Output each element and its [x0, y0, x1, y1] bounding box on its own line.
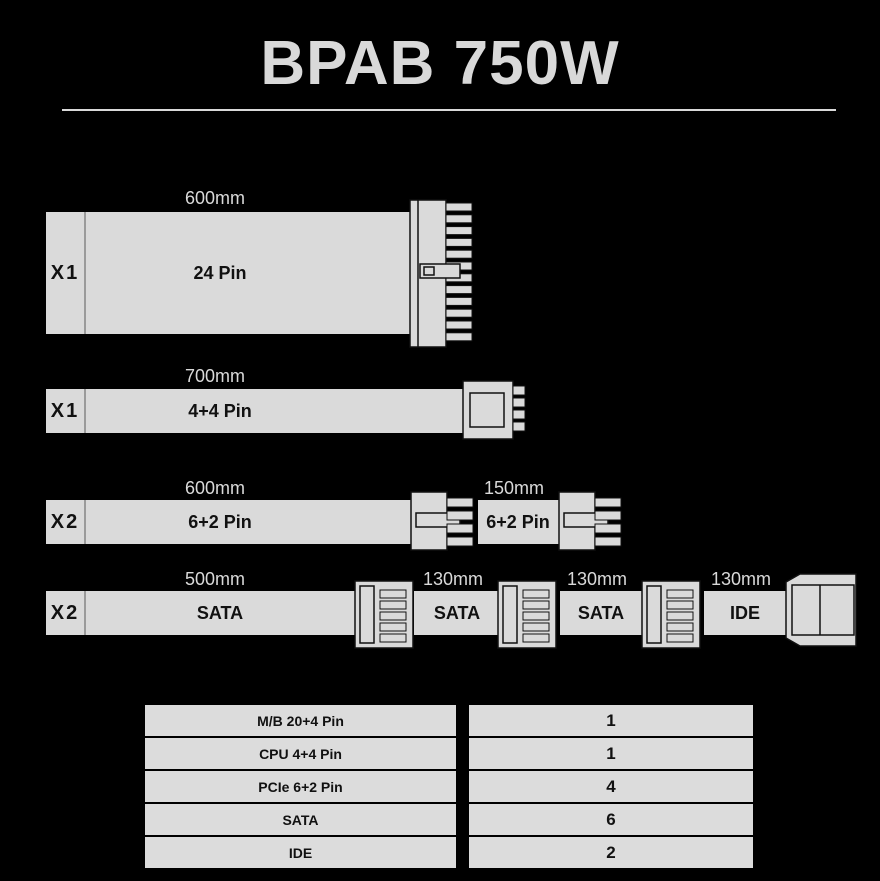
cable-pcie-label: 6+2 Pin — [188, 511, 252, 532]
table-cell-count: 1 — [469, 738, 753, 769]
cable-pcie-extension-length: 150mm — [484, 478, 545, 498]
cable-24pin-body — [86, 212, 410, 334]
cable-sata-body — [86, 591, 356, 635]
sata-connector-3 — [641, 580, 701, 649]
cpu-4plus4-connector — [462, 380, 526, 440]
table-cell-count: 1 — [469, 705, 753, 736]
cable-24pin-label: 24 Pin — [193, 262, 247, 283]
connector-pin — [445, 226, 473, 236]
title-divider — [62, 109, 836, 111]
cable-pcie-body — [86, 500, 412, 544]
table-cell-name: PCIe 6+2 Pin — [145, 771, 456, 802]
cable-pcie-length: 600mm — [185, 478, 246, 498]
sata-connector-2 — [497, 580, 557, 649]
ide-segment-body — [704, 591, 786, 635]
table-cell-name: M/B 20+4 Pin — [145, 705, 456, 736]
page-title: BPAB 750W — [260, 29, 620, 98]
cable-pcie-extension-body — [478, 500, 560, 544]
sata-segment-2-body — [560, 591, 642, 635]
cable-cpu-length: 700mm — [185, 366, 246, 386]
cable-sata-length: 500mm — [185, 569, 246, 589]
sata-connector-1 — [354, 580, 414, 649]
connector-pin — [445, 296, 473, 306]
connector-pin — [445, 202, 473, 212]
sata-segment-1-length: 130mm — [423, 569, 484, 589]
connector-pin — [445, 237, 473, 247]
ide-segment-label: IDE — [729, 602, 760, 623]
sata-segment-1-label: SATA — [433, 602, 481, 623]
cable-sata-label: SATA — [196, 602, 244, 623]
cable-24pin-length: 600mm — [185, 188, 246, 208]
table-cell-count: 6 — [469, 804, 753, 835]
cable-cpu-quantity: X1 — [46, 389, 86, 433]
cable-pcie-extension-label: 6+2 Pin — [486, 511, 550, 532]
table-cell-name: CPU 4+4 Pin — [145, 738, 456, 769]
pcie-6plus2-connector-1 — [410, 491, 474, 551]
connector-pin — [445, 214, 473, 224]
ide-segment-length: 130mm — [711, 569, 772, 589]
sata-segment-1-body — [414, 591, 500, 635]
ide-molex-connector — [785, 573, 857, 647]
table-cell-count: 4 — [469, 771, 753, 802]
connector-pin — [445, 332, 473, 342]
cable-sata-quantity: X2 — [46, 591, 86, 635]
sata-segment-2-label: SATA — [577, 602, 625, 623]
table-cell-count: 2 — [469, 837, 753, 868]
cable-cpu-body — [86, 389, 464, 433]
connector-pin — [445, 308, 473, 318]
pcie-6plus2-connector-2 — [558, 491, 622, 551]
atx-24pin-connector — [409, 199, 473, 348]
sata-segment-2-length: 130mm — [567, 569, 628, 589]
connector-pin — [445, 249, 473, 259]
cable-cpu-label: 4+4 Pin — [188, 400, 252, 421]
cable-pcie-quantity: X2 — [46, 500, 86, 544]
cable-24pin-quantity: X1 — [46, 212, 86, 334]
connector-pin — [445, 320, 473, 330]
table-cell-name: IDE — [145, 837, 456, 868]
table-cell-name: SATA — [145, 804, 456, 835]
connector-pin — [445, 285, 473, 295]
